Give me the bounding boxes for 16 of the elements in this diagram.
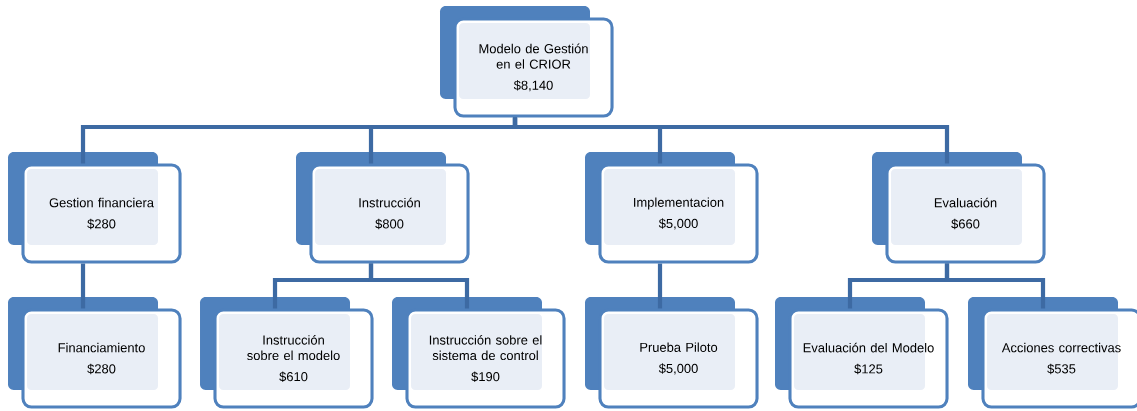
org-chart-box: Instrucción sobre el sistema de control $190 xyxy=(392,297,566,409)
org-chart-box: Prueba Piloto $5,000 xyxy=(585,297,759,409)
connector-line xyxy=(944,263,1046,309)
connector-line xyxy=(80,263,86,309)
org-chart-box: Financiamiento $280 xyxy=(8,297,182,409)
connector-line xyxy=(368,263,470,309)
org-chart-box: Implementacion $5,000 xyxy=(585,152,759,264)
org-chart-box: Acciones correctivas $535 xyxy=(968,297,1137,409)
org-chart-box: Evaluación del Modelo $125 xyxy=(775,297,949,409)
org-chart-box: Instrucción $800 xyxy=(296,152,470,264)
org-chart-box: Gestion financiera $280 xyxy=(8,152,182,264)
connector-line xyxy=(512,117,950,164)
org-chart-box: Instrucción sobre el modelo $610 xyxy=(200,297,374,409)
org-chart-box: Modelo de Gestión en el CRIOR $8,140 xyxy=(440,6,614,118)
org-chart-box: Evaluación $660 xyxy=(872,152,1046,264)
connector-line xyxy=(657,263,663,309)
